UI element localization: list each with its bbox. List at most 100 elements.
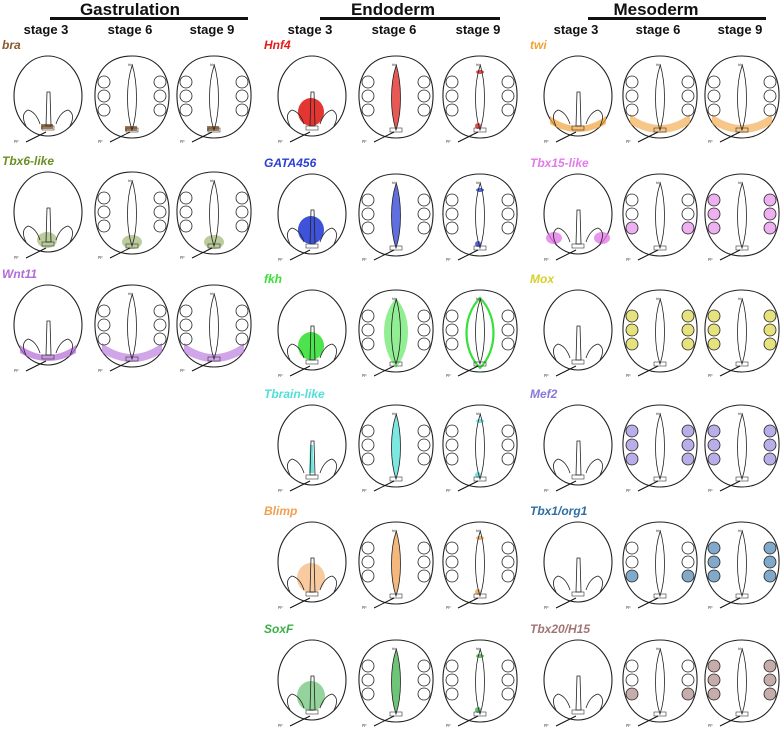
gene-label: Tbx20/H15: [530, 622, 591, 636]
svg-text:pp: pp: [362, 487, 367, 492]
gene-label: Wnt11: [2, 267, 38, 281]
svg-text:pp: pp: [98, 254, 103, 259]
svg-text:pp: pp: [14, 367, 19, 372]
svg-text:pp: pp: [278, 138, 283, 143]
svg-text:hl: hl: [738, 411, 741, 416]
svg-text:pp: pp: [446, 138, 451, 143]
embryo-schematic: pp: [277, 173, 347, 261]
expression-pattern: [384, 298, 408, 368]
svg-text:hl: hl: [738, 62, 741, 67]
svg-text:hl: hl: [656, 62, 659, 67]
stage-header: stage 9: [455, 22, 501, 37]
expression-pattern: [297, 681, 325, 711]
embryo-mox-stage-0: pp: [543, 289, 613, 377]
svg-text:pp: pp: [446, 722, 451, 727]
embryo-schematic: pp: [277, 289, 347, 377]
embryo-schematic: hl pp: [358, 404, 434, 492]
svg-text:pp: pp: [544, 487, 549, 492]
gene-label: Hnf4: [264, 38, 291, 52]
embryo-bra-stage-0: pp: [13, 55, 83, 143]
embryo-tbrain-stage-0: pp: [277, 404, 347, 492]
svg-text:pp: pp: [544, 722, 549, 727]
svg-text:pp: pp: [708, 256, 713, 261]
embryo-wnt11-stage-0: pp: [13, 284, 83, 372]
svg-text:pp: pp: [626, 372, 631, 377]
svg-text:hl: hl: [128, 62, 131, 67]
svg-text:hl: hl: [656, 528, 659, 533]
panel-endoderm: Endoderm stage 3 stage 6 stage 9 Hnf4 pp hl pp h…: [262, 0, 524, 727]
embryo-tbrain-stage-1: hl pp: [358, 404, 434, 492]
gene-label: SoxF: [264, 622, 294, 636]
expression-pattern: [391, 532, 401, 596]
svg-text:pp: pp: [544, 138, 549, 143]
embryo-hnf4-stage-0: pp: [277, 55, 347, 143]
expression-pattern: [298, 98, 324, 126]
svg-text:hl: hl: [656, 411, 659, 416]
embryo-tbx1-stage-0: pp: [543, 521, 613, 609]
expression-pattern: [122, 235, 142, 249]
embryo-schematic: pp: [543, 404, 613, 492]
svg-text:pp: pp: [98, 367, 103, 372]
expression-pattern: [391, 184, 401, 248]
expression-pattern: [184, 343, 244, 362]
embryo-schematic: pp: [543, 173, 613, 261]
svg-text:pp: pp: [362, 722, 367, 727]
embryo-schematic: pp: [13, 284, 83, 372]
stage-header: stage 9: [189, 22, 235, 37]
expression-pattern: [125, 126, 137, 131]
group-title: Endoderm: [350, 0, 436, 19]
embryo-schematic: pp: [277, 55, 347, 143]
svg-text:pp: pp: [708, 372, 713, 377]
expression-pattern: [626, 310, 694, 350]
expression-pattern: [546, 232, 610, 244]
svg-text:pp: pp: [362, 372, 367, 377]
gene-label: Tbx1/org1: [530, 504, 588, 518]
embryo-schematic: pp: [543, 55, 613, 143]
expression-pattern: [20, 345, 76, 361]
embryo-schematic: hl pp: [358, 289, 434, 377]
expression-pattern: [41, 124, 53, 129]
svg-text:hl: hl: [392, 411, 395, 416]
stage-header: stage 6: [371, 22, 417, 37]
expression-pattern: [708, 542, 776, 582]
svg-text:hl: hl: [392, 296, 395, 301]
svg-text:pp: pp: [626, 487, 631, 492]
svg-text:pp: pp: [362, 256, 367, 261]
svg-text:pp: pp: [278, 487, 283, 492]
svg-text:pp: pp: [180, 138, 185, 143]
stage-header: stage 3: [287, 22, 333, 37]
svg-text:hl: hl: [392, 528, 395, 533]
svg-text:pp: pp: [180, 254, 185, 259]
svg-text:pp: pp: [14, 138, 19, 143]
expression-pattern: [298, 332, 324, 360]
svg-text:pp: pp: [544, 604, 549, 609]
expression-pattern: [297, 563, 325, 593]
expression-pattern: [708, 194, 776, 234]
svg-text:pp: pp: [708, 722, 713, 727]
